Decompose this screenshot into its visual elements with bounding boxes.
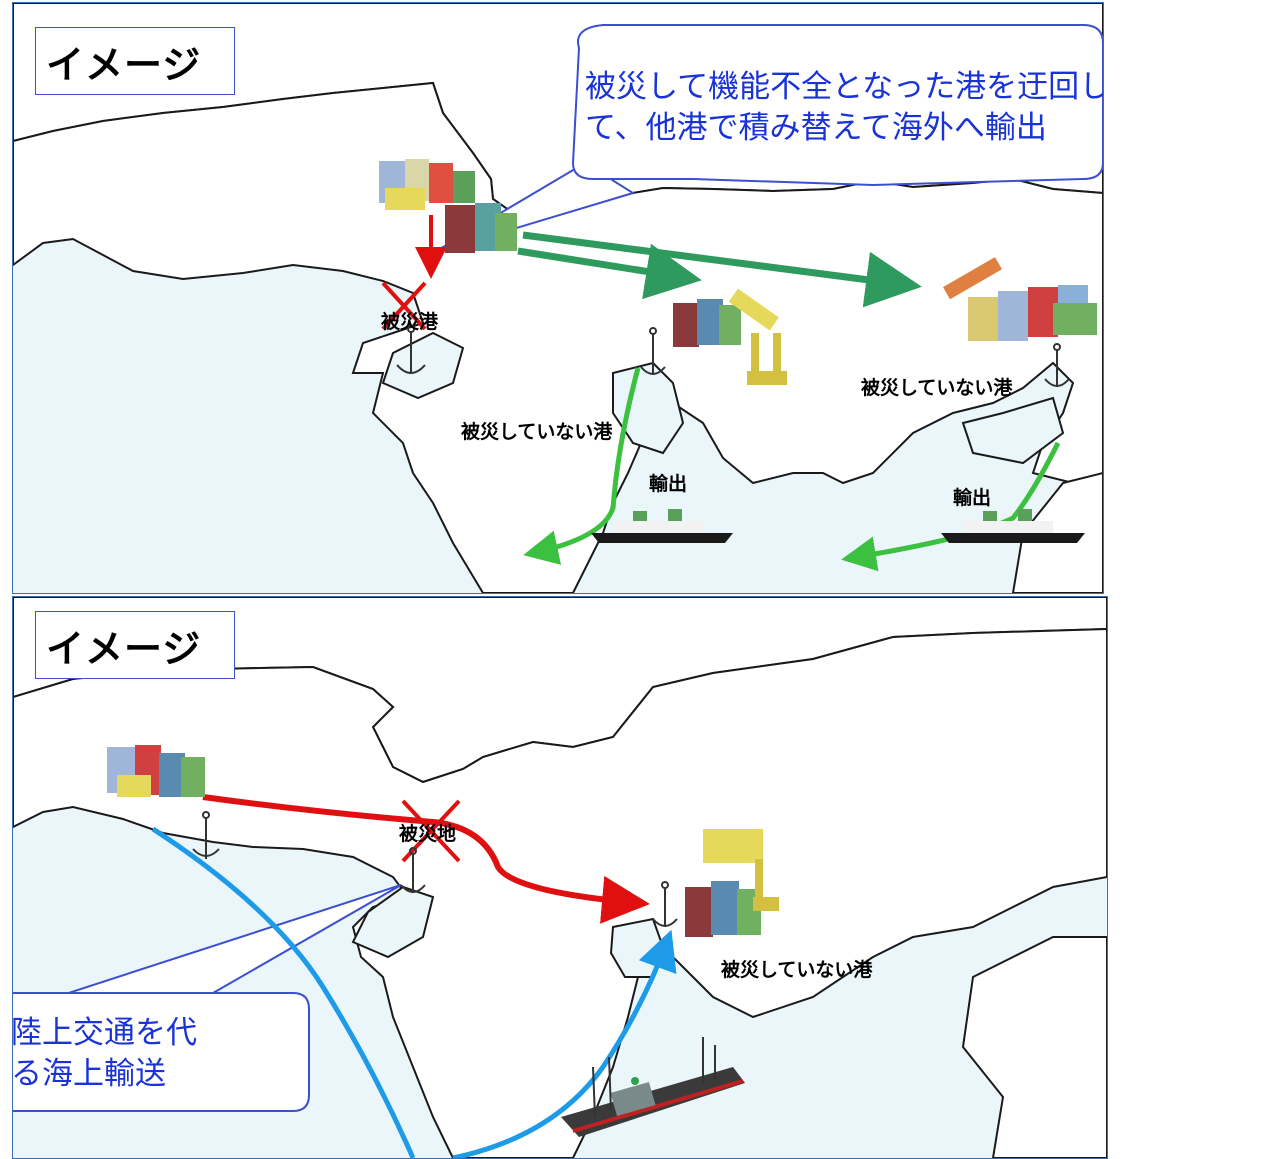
callout-line-2: て、他港で積み替えて海外へ輸出 [585,110,1047,146]
container-stack-transfer [445,203,517,253]
image-tag-bottom: イメージ [35,611,235,679]
middle-landmass [13,81,1103,593]
container-stack-origin [379,159,475,210]
top-scenario-panel: イメージ 被災して機能不全となった港を迂回し て、他港で積み替えて海外へ輸出 被… [12,2,1104,594]
cargo-ship-east [941,509,1085,543]
damaged-area-label: 被災地 [399,823,457,845]
callout-line-1: 被災して機能不全となった港を迂回し [585,69,1104,105]
container-stack-central [673,299,741,347]
anchor-icon-central [400,847,426,893]
bay-west [351,885,435,959]
image-tag-top: イメージ [35,27,235,95]
bottom-scenario-panel: イメージ 陸上交通を代 る海上輸送 被災地 被災していない港 [12,596,1108,1159]
callout-line-2: る海上輸送 [12,1056,166,1092]
damage-x-mark [381,281,427,331]
anchor-icon-damaged-port [396,325,426,374]
callout-text-top: 被災して機能不全となった港を迂回し て、他港で積み替えて海外へ輸出 [585,67,1104,149]
export-route-central [523,367,641,565]
callout-bubble-bottom [13,992,310,1112]
bay-central [612,361,685,455]
bottom-map [13,597,1107,1158]
bay-west [381,331,465,400]
anchor-icon-east-port [1044,343,1070,387]
blocked-land-route [202,794,650,924]
export-label-central: 輸出 [649,473,688,495]
anchor-icon-destination [652,881,678,927]
damage-x-mark [401,799,461,863]
cargo-ship-central [591,509,733,543]
anchor-icon-central-port [640,327,666,375]
intact-port-label-central: 被災していない港 [461,421,613,443]
export-route-east [841,441,1061,572]
cargo-vessel [561,1037,745,1137]
gantry-crane-central [728,288,787,385]
sea-transport-route [151,826,668,1158]
intact-port-label-east: 被災していない港 [861,377,1013,399]
callout-text-bottom: 陸上交通を代 る海上輸送 [12,1013,197,1095]
intact-port-label: 被災していない港 [721,959,873,981]
export-label-east: 輸出 [953,487,992,509]
reroute-arrow-central [517,243,702,300]
container-stack-destination [685,829,779,937]
container-stack-east [943,257,1097,341]
container-stack-origin [107,745,205,797]
reroute-arrow-east [522,231,922,308]
anchor-icon-west [192,811,220,859]
damaged-port-label: 被災港 [381,311,439,333]
bay-east [961,396,1065,465]
callout-line-1: 陸上交通を代 [12,1015,197,1051]
southern-land-east [961,936,1107,1158]
